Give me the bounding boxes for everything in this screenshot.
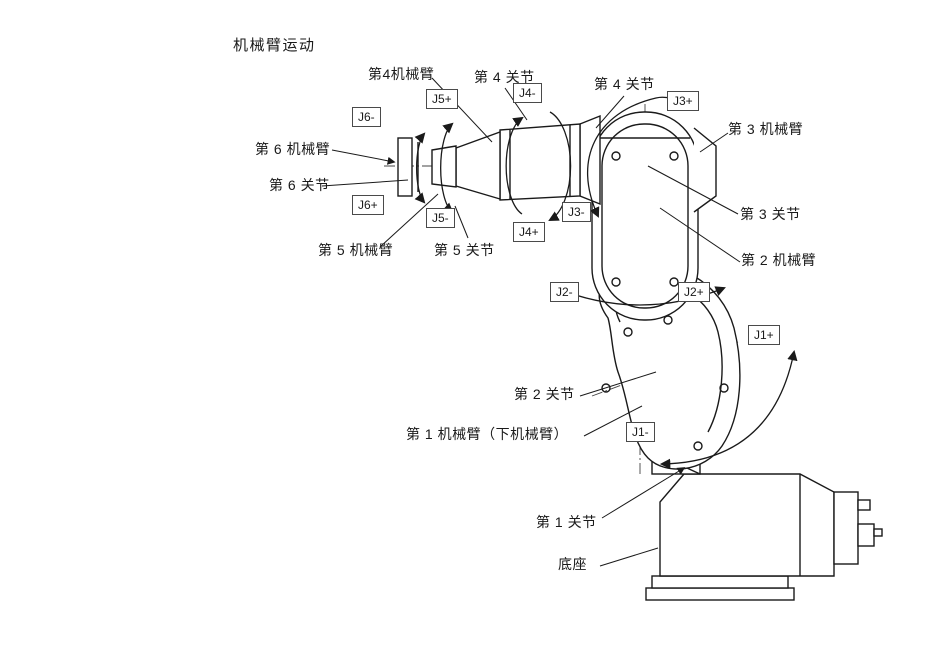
label-base: 底座 [558,556,587,572]
label-arm4: 第4机械臂 [368,66,435,82]
label-joint4-left: 第 4 关节 [474,69,535,85]
wrist-assembly [397,114,601,206]
label-joint4-right: 第 4 关节 [594,76,655,92]
axis-tag-j5-plus: J5+ [426,89,458,109]
robot-base [645,451,883,601]
label-joint2: 第 2 关节 [514,386,575,402]
diagram-title: 机械臂运动 [233,37,316,54]
label-arm5: 第 5 机械臂 [318,242,394,258]
leader-lines [321,77,741,567]
axis-tag-j4-plus: J4+ [513,222,545,242]
axis-tag-j3-minus: J3- [562,202,591,222]
axis-tag-j4-minus: J4- [513,83,542,103]
axis-tag-j1-minus: J1- [626,422,655,442]
axis-tag-j6-minus: J6- [352,107,381,127]
label-arm1: 第 1 机械臂（下机械臂） [406,426,569,442]
label-joint1: 第 1 关节 [536,514,597,530]
axis-tag-j1-plus: J1+ [748,325,780,345]
axis-tag-j2-plus: J2+ [678,282,710,302]
axis-tag-j3-plus: J3+ [667,91,699,111]
label-arm6: 第 6 机械臂 [255,141,331,157]
label-arm3: 第 3 机械臂 [728,121,804,137]
label-joint6: 第 6 关节 [269,177,330,193]
label-joint5: 第 5 关节 [434,242,495,258]
label-joint3: 第 3 关节 [740,206,801,222]
axis-tag-j5-minus: J5- [426,208,455,228]
axis-tag-j2-minus: J2- [550,282,579,302]
label-arm2: 第 2 机械臂 [741,252,817,268]
axis-tag-j6-plus: J6+ [352,195,384,215]
